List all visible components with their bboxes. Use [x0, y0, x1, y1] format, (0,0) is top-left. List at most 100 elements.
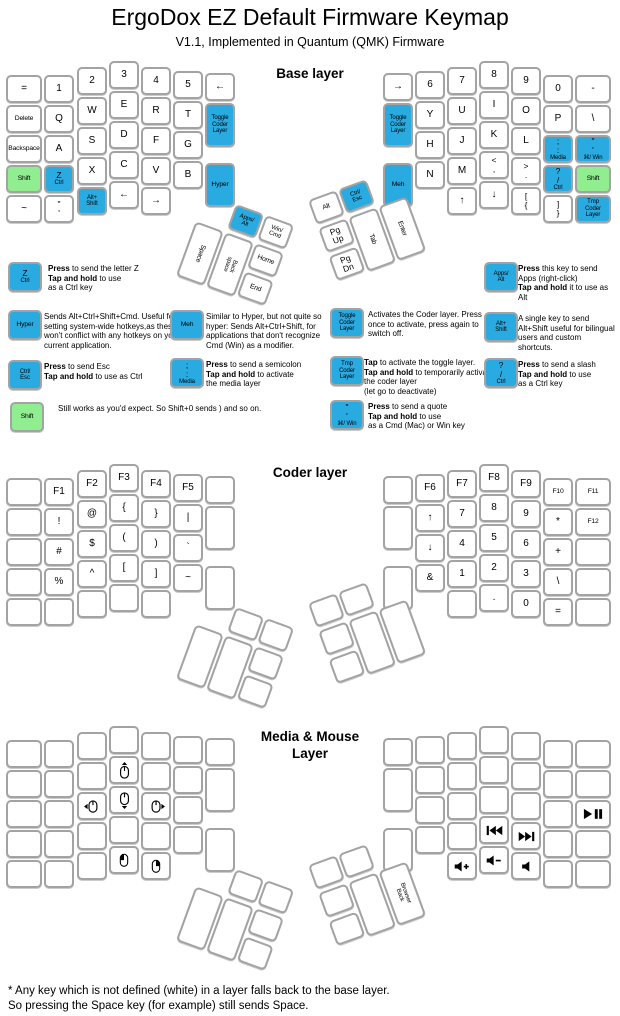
key-1: 1: [447, 560, 477, 588]
key-f11: F11: [575, 478, 611, 506]
mouse-button-left-icon: [119, 853, 129, 867]
key-blank: [109, 584, 139, 612]
key-blank: [77, 732, 107, 760]
key-6: 6: [415, 71, 445, 99]
key-8: 8: [479, 61, 509, 89]
key-blank: [543, 740, 573, 768]
key-4: 4: [141, 67, 171, 95]
key-blank: [543, 770, 573, 798]
key-y: Y: [415, 101, 445, 129]
footnote-line-1: * Any key which is not defined (white) i…: [8, 985, 390, 997]
key-9: 9: [511, 500, 541, 528]
key-8: 8: [479, 494, 509, 522]
key-%25: %: [44, 568, 74, 596]
key-%22%20': "': [44, 195, 74, 223]
key-0: 0: [543, 75, 573, 103]
key-%E2%86%91: ↑: [415, 504, 445, 532]
key-blank: [109, 816, 139, 844]
key-blank: [511, 762, 541, 790]
key-blank: [383, 506, 413, 550]
key-f8: F8: [479, 464, 509, 492]
key-blank: [383, 768, 413, 812]
key-blank: [6, 770, 42, 798]
key-blank: [479, 756, 509, 784]
key-mouse-down: [109, 786, 139, 814]
key-prev-track: [479, 816, 509, 844]
key-blank: [447, 792, 477, 820]
key-%60: `: [173, 534, 203, 562]
key-blank: [205, 476, 235, 504]
key-blank: [511, 732, 541, 760]
key-r: R: [141, 97, 171, 125]
key-%5C: \: [543, 568, 573, 596]
key-blank: [511, 792, 541, 820]
key-%E2%86%93: ↓: [479, 181, 509, 209]
key-~: ~: [173, 564, 203, 592]
key-blank: [173, 736, 203, 764]
key-blank: [236, 936, 274, 971]
key-e: E: [109, 91, 139, 119]
key-n: N: [415, 161, 445, 189]
key-%7C: |: [173, 504, 203, 532]
key-%24: $: [77, 530, 107, 558]
key-blank: [109, 726, 139, 754]
key-volume-up: [447, 852, 477, 880]
key-blank: [479, 786, 509, 814]
key-ctrl: ?/Ctrl: [484, 358, 518, 388]
key-blank: [6, 568, 42, 596]
footnote: * Any key which is not defined (white) i…: [8, 984, 390, 1014]
key-blank: [246, 908, 285, 943]
key-media: ;:Media: [170, 358, 204, 388]
key-blank: [205, 768, 235, 812]
key-blank: [6, 508, 42, 536]
key-blank: [479, 726, 509, 754]
key-volume-down: [479, 846, 509, 874]
mouse-right-icon: [151, 799, 165, 813]
key-j: J: [447, 127, 477, 155]
key-blank: [6, 860, 42, 888]
key-b: B: [173, 161, 203, 189]
key-mouse-button-right: [141, 852, 171, 880]
key-a: A: [44, 135, 74, 163]
key-i: I: [479, 91, 509, 119]
key-o: O: [511, 97, 541, 125]
key-p: P: [543, 105, 573, 133]
key-%5C: \: [575, 105, 611, 133]
key-win: "'⌘/ Win: [575, 135, 611, 163]
key-blank: [77, 590, 107, 618]
key-blank: [44, 860, 74, 888]
key-blank: [383, 476, 413, 504]
key-x: X: [77, 157, 107, 185]
key-blank: [257, 617, 295, 653]
key-blank: [415, 736, 445, 764]
key-blank: [236, 674, 274, 709]
key-blank: [44, 598, 74, 626]
key-blank: [44, 830, 74, 858]
key-blank: [575, 770, 611, 798]
key-9: 9: [511, 67, 541, 95]
key-1: 1: [44, 75, 74, 103]
prev-track-icon: [486, 825, 502, 835]
mouse-button-right-icon: [151, 859, 161, 873]
key-blank: [205, 566, 235, 610]
layer-label-base: Base layer: [276, 66, 344, 81]
key-blank: [447, 822, 477, 850]
key-win-cmd: Win/Cmd: [257, 214, 295, 250]
key-play-pause: [575, 800, 611, 828]
key-g: G: [173, 131, 203, 159]
key-~: ~: [6, 195, 42, 223]
key-mouse-left: [77, 792, 107, 820]
key-blank: [173, 766, 203, 794]
key-blank: [6, 800, 42, 828]
key-s: S: [77, 127, 107, 155]
key-2: 2: [77, 67, 107, 95]
key-t: T: [173, 101, 203, 129]
key-%5B: [: [109, 554, 139, 582]
key-blank: [173, 796, 203, 824]
key-f1: F1: [44, 478, 74, 506]
